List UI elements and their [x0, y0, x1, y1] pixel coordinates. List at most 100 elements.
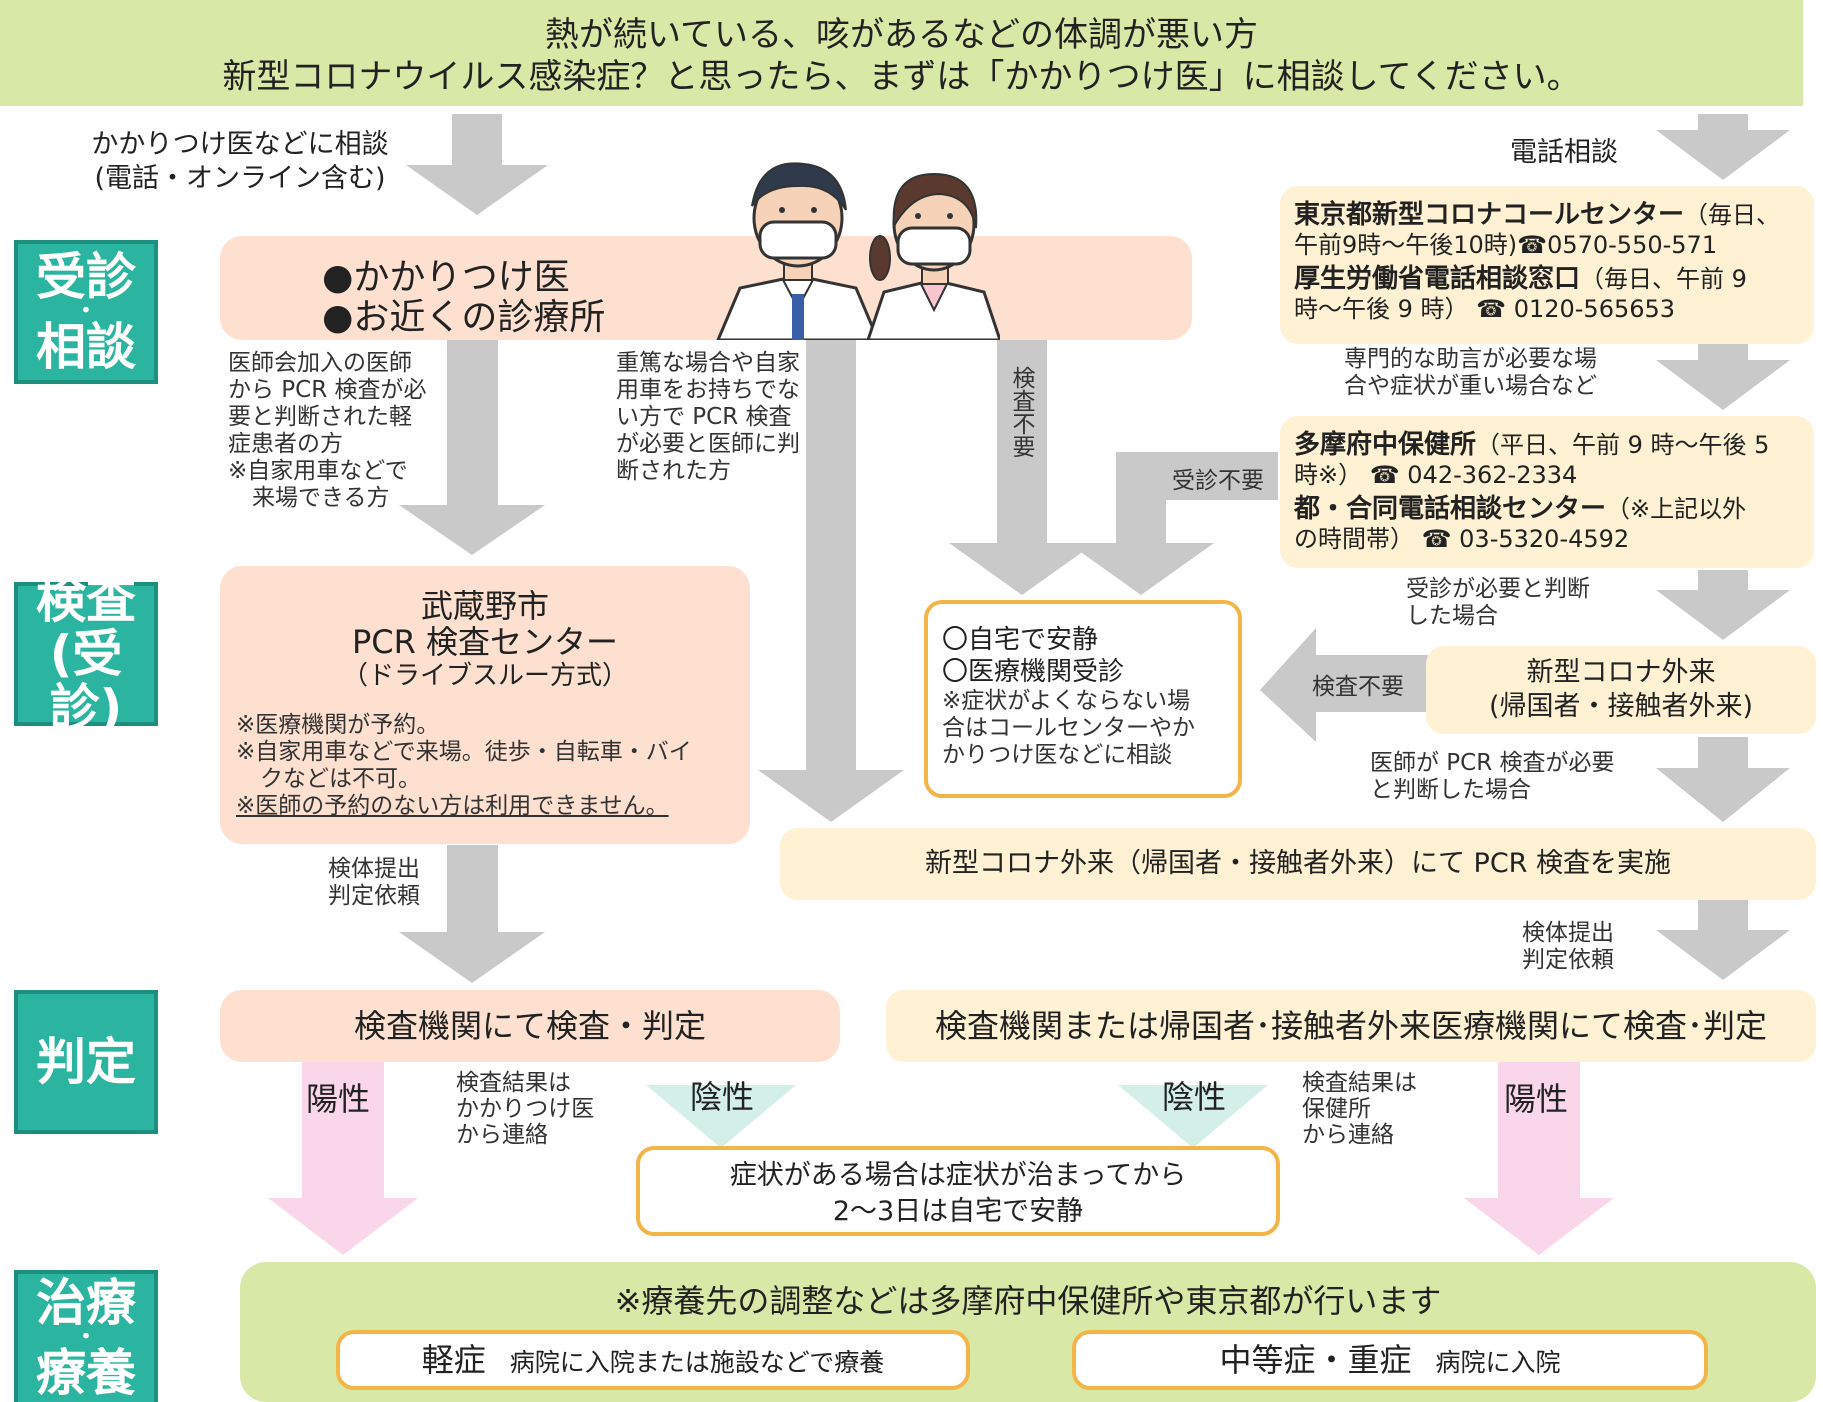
arrow-banner-to-clinic	[406, 114, 548, 215]
treatment-box: ※療養先の調整などは多摩府中保健所や東京都が行います 軽症病院に入院または施設な…	[240, 1262, 1816, 1402]
no-visit-label: 受診不要	[1172, 468, 1264, 494]
arrow-negative-right	[1118, 1085, 1268, 1148]
treatment-mild-sub: 病院に入院または施設などで療養	[509, 1348, 885, 1377]
mhlw-hours-b: 時〜午後 9 時）	[1294, 295, 1469, 323]
result-family-line-3: から連絡	[456, 1122, 548, 1148]
arrow-no-visit	[1068, 452, 1278, 595]
tama-phone: ☎ 042-362-2334	[1369, 461, 1578, 489]
consult-family-label: かかりつけ医などに相談 (電話・オンライン含む)	[80, 128, 400, 196]
pcr-center-line-2: PCR 検査センター	[351, 623, 619, 661]
arrow-outpatient-to-pcr	[1656, 737, 1790, 822]
judge-left-box: 検査機関にて検査・判定	[220, 990, 840, 1062]
stage-treat: 治療 ・ 療養	[14, 1270, 158, 1402]
mild-line-4: 症患者の方	[228, 431, 343, 457]
healthcenter-tama-detail: 時※） ☎ 042-362-2334	[1294, 460, 1804, 490]
expert-advice-label: 専門的な助言が必要な場 合や症状が重い場合など	[1344, 346, 1597, 400]
male-doctor-figure	[716, 162, 880, 340]
negative-label-right: 陰性	[1162, 1078, 1227, 1116]
visit-needed-label: 受診が必要と判断 した場合	[1406, 576, 1590, 630]
stage-consult-top: 受診	[36, 248, 136, 306]
tama-hours-b: 時※）	[1294, 461, 1363, 489]
clinic-box: ●かかりつけ医 ●お近くの診療所	[220, 236, 1192, 340]
home-rest-line-2: 〇医療機関受診	[942, 657, 1125, 687]
doctor-pcr-label: 医師が PCR 検査が必要 と判断した場合	[1370, 750, 1615, 804]
treatment-severe-sub: 病院に入院	[1435, 1348, 1561, 1377]
pcr-outpatient-box: 新型コロナ外来（帰国者・接触者外来）にて PCR 検査を実施	[780, 828, 1816, 900]
pcr-center-notes: ※医療機関が予約。 ※自家用車などで来場。徒歩・自転車・バイ クなどは不可。 ※…	[236, 712, 692, 820]
stage-consult-dot: ・	[74, 299, 97, 324]
expert-line-2: 合や症状が重い場合など	[1344, 373, 1597, 399]
joint-phone: ☎ 03-5320-4592	[1421, 525, 1630, 553]
tama-hours-a: （平日、午前 9 時〜午後 5	[1476, 431, 1770, 459]
outpatient-line-2: (帰国者・接触者外来)	[1488, 691, 1754, 722]
callcenter-mhlw: 厚生労働省電話相談窓口（毎日、午前 9	[1294, 264, 1804, 294]
visit-needed-line-1: 受診が必要と判断	[1406, 576, 1590, 602]
result-family-line-2: かかりつけ医	[456, 1096, 595, 1122]
mild-case-label: 医師会加入の医師 から PCR 検査が必 要と判断された軽 症患者の方 ※自家用…	[228, 350, 427, 512]
result-family-label: 検査結果は かかりつけ医 から連絡	[456, 1070, 594, 1148]
arrow-positive-right	[1464, 1060, 1614, 1255]
pcr-center-note-2: ※自家用車などで来場。徒歩・自転車・バイ	[236, 739, 692, 765]
positive-label-right: 陽性	[1504, 1080, 1569, 1118]
outpatient-box: 新型コロナ外来 (帰国者・接触者外来)	[1426, 646, 1816, 734]
recovery-box: 症状がある場合は症状が治まってから 2〜3日は自宅で安静	[636, 1146, 1280, 1236]
severe-line-3: い方で PCR 検査	[616, 404, 792, 430]
phone-consult-label: 電話相談	[1510, 137, 1618, 168]
joint-hours-b: の時間帯）	[1294, 525, 1414, 553]
severe-line-1: 重篤な場合や自家	[616, 350, 800, 376]
arrow-pcr-outpatient-to-judge	[1656, 900, 1790, 980]
visit-needed-line-2: した場合	[1406, 603, 1498, 629]
result-health-line-2: 保健所	[1302, 1096, 1371, 1122]
severe-line-5: 断された方	[616, 458, 731, 484]
expert-line-1: 専門的な助言が必要な場	[1344, 346, 1597, 372]
pcr-center-title: 武蔵野市 PCR 検査センター （ドライブスルー方式）	[220, 588, 750, 692]
stage-treat-dot: ・	[74, 1325, 97, 1350]
no-test-label: 検査不要	[1312, 674, 1404, 700]
specimen-left-line-2: 判定依頼	[328, 883, 420, 909]
callcenter-box: 東京都新型コロナコールセンター（毎日、 午前9時〜午後10時)☎0570-550…	[1280, 186, 1814, 344]
home-rest-line-1: 〇自宅で安静	[942, 625, 1099, 655]
callcenter-mhlw-detail: 時〜午後 9 時） ☎ 0120-565653	[1294, 294, 1804, 324]
specimen-label-right: 検体提出 判定依頼	[1522, 920, 1614, 974]
treatment-mild-box: 軽症病院に入院または施設などで療養	[336, 1330, 970, 1390]
callcenter-tokyo: 東京都新型コロナコールセンター（毎日、	[1294, 200, 1804, 230]
severe-line-4: が必要と医師に判	[616, 431, 800, 457]
arrow-clinic-no-test	[949, 338, 1095, 595]
arrow-healthcenter-to-outpatient	[1656, 570, 1790, 640]
severe-line-2: 用車をお持ちでな	[616, 377, 800, 403]
joint-name: 都・合同電話相談センター	[1294, 494, 1607, 524]
treatment-severe-box: 中等症・重症病院に入院	[1072, 1330, 1708, 1390]
tokyo-hours-a: （毎日、	[1684, 201, 1781, 229]
specimen-right-line-2: 判定依頼	[1522, 947, 1614, 973]
mild-line-2: から PCR 検査が必	[228, 377, 427, 403]
doctor-pcr-line-1: 医師が PCR 検査が必要	[1370, 750, 1615, 776]
female-doctor-figure	[866, 172, 1000, 340]
pcr-center-line-3: （ドライブスルー方式）	[341, 661, 628, 691]
pcr-center-note-4: ※医師の予約のない方は利用できません。	[236, 793, 669, 819]
specimen-left-line-1: 検体提出	[328, 856, 420, 882]
result-health-label: 検査結果は 保健所 から連絡	[1302, 1070, 1417, 1148]
positive-label-left: 陽性	[306, 1080, 371, 1118]
mild-line-6: 来場できる方	[252, 485, 390, 511]
home-rest-note-3: かりつけ医などに相談	[942, 742, 1173, 768]
arrow-clinic-to-pcr-center	[399, 338, 545, 555]
pcr-center-note-1: ※医療機関が予約。	[236, 712, 440, 738]
treatment-severe-main: 中等症・重症	[1219, 1341, 1412, 1379]
negative-label-left: 陰性	[690, 1078, 755, 1116]
pcr-center-box: 武蔵野市 PCR 検査センター （ドライブスルー方式） ※医療機関が予約。 ※自…	[220, 566, 750, 844]
top-banner: 熱が続いている、咳があるなどの体調が悪い方 新型コロナウイルス感染症？と思ったら…	[0, 0, 1803, 106]
judge-right-text: 検査機関または帰国者･接触者外来医療機関にて検査･判定	[934, 1007, 1767, 1045]
tokyo-name: 東京都新型コロナコールセンター	[1294, 200, 1685, 230]
pcr-center-note-3: クなどは不可。	[260, 766, 421, 792]
home-rest-notes: ※症状がよくならない場 合はコールセンターやか かりつけ医などに相談	[942, 688, 1238, 769]
mhlw-hours-a: （毎日、午前 9	[1580, 265, 1747, 293]
stage-test: 検査 (受診)	[14, 573, 158, 735]
consult-family-line2: (電話・オンライン含む)	[94, 163, 386, 194]
banner-line-1: 熱が続いている、咳があるなどの体調が悪い方	[545, 15, 1258, 55]
arrow-negative-left	[646, 1085, 796, 1148]
outpatient-line-1: 新型コロナ外来	[1526, 657, 1716, 688]
tokyo-phone: ☎0570-550-571	[1517, 231, 1718, 259]
no-test-vertical-label: 検査不要	[1008, 366, 1034, 458]
stage-test-top: 検査	[36, 571, 136, 629]
